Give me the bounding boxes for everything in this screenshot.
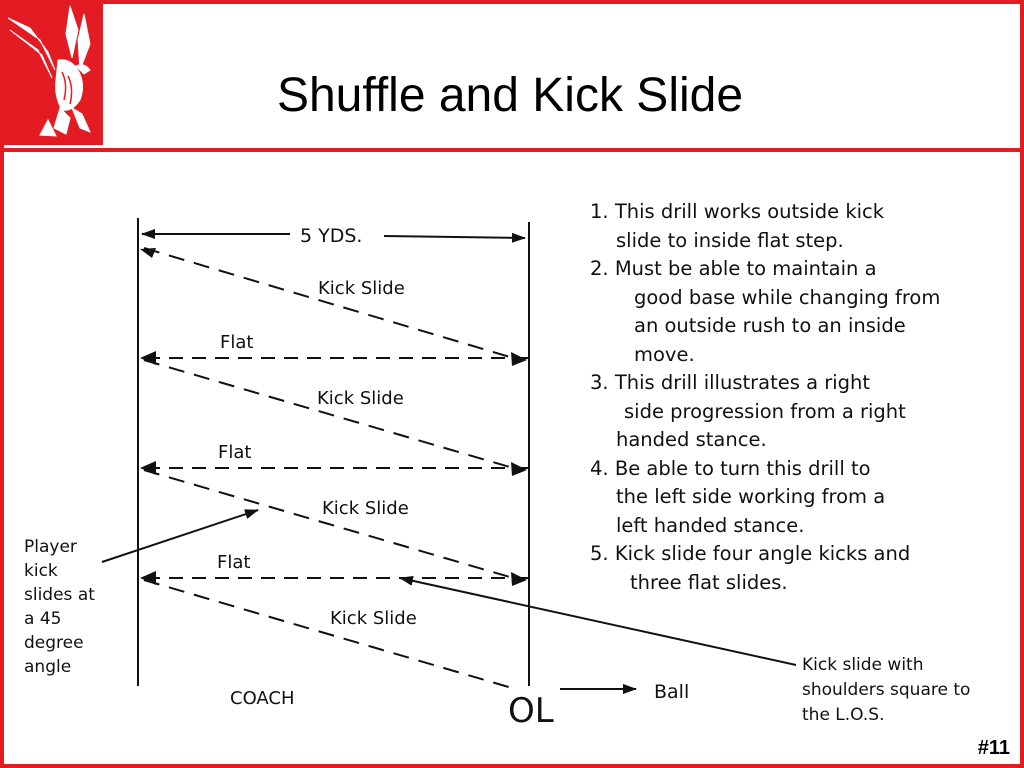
svg-text:kick: kick (24, 561, 58, 581)
slide-title: Shuffle and Kick Slide (276, 69, 744, 122)
flat-label: Flat (220, 332, 253, 353)
page-number: #11 (977, 737, 1010, 759)
hawk-logo-icon (7, 5, 91, 137)
arrowhead (140, 351, 156, 365)
svg-text:Player: Player (24, 537, 77, 557)
kick-slide-path-2 (143, 359, 521, 471)
flat-label: Flat (217, 552, 250, 573)
kick-slide-path-3 (143, 469, 521, 581)
note-item: 1. This drill works outside kick slide t… (590, 200, 885, 252)
arrowhead (511, 462, 527, 476)
kick-note-arrow (399, 575, 797, 666)
logo-panel (0, 0, 103, 145)
svg-text:degree: degree (24, 633, 84, 653)
arrowhead (511, 352, 527, 366)
arrowhead (511, 572, 527, 586)
note-item: 4. Be able to turn this drill to the lef… (590, 456, 886, 537)
kick-slide-path-1 (143, 247, 521, 361)
svg-text:Kick slide with: Kick slide with (802, 655, 924, 675)
svg-text:the L.O.S.: the L.O.S. (802, 705, 884, 725)
kick-slide-label: Kick Slide (322, 498, 409, 519)
svg-text:angle: angle (24, 657, 71, 677)
coach-label: COACH (230, 688, 295, 709)
player-note-arrow (101, 509, 259, 563)
arrowhead (140, 248, 156, 258)
ball-label: Ball (654, 681, 689, 703)
note-item: 2. Must be able to maintain a good base … (590, 257, 941, 366)
kick-slide-label: Kick Slide (318, 278, 405, 299)
arrowhead (140, 461, 156, 475)
top-accent-bar (0, 0, 1024, 4)
kick-slide-label: Kick Slide (330, 608, 417, 629)
ol-label: OL (508, 691, 554, 731)
svg-text:slides at: slides at (24, 585, 95, 605)
player-note: Player kick slides at a 45 degree angle (24, 537, 95, 677)
arrowhead (140, 571, 156, 585)
kick-slide-label: Kick Slide (317, 388, 404, 409)
flat-label: Flat (218, 442, 251, 463)
kick-slide-note: Kick slide with shoulders square to the … (802, 655, 970, 725)
drill-notes: 1. This drill works outside kick slide t… (590, 198, 1010, 597)
distance-label: 5 YDS. (300, 225, 362, 247)
note-item: 3. This drill illustrates a right side p… (590, 371, 906, 451)
distance-arrow-right (383, 232, 526, 243)
kick-slide-path-4 (143, 579, 513, 689)
note-item: 5. Kick slide four angle kicks and three… (590, 542, 911, 594)
title-divider (0, 148, 1024, 152)
svg-text:shoulders square to: shoulders square to (802, 680, 970, 700)
svg-text:a 45: a 45 (24, 609, 61, 629)
